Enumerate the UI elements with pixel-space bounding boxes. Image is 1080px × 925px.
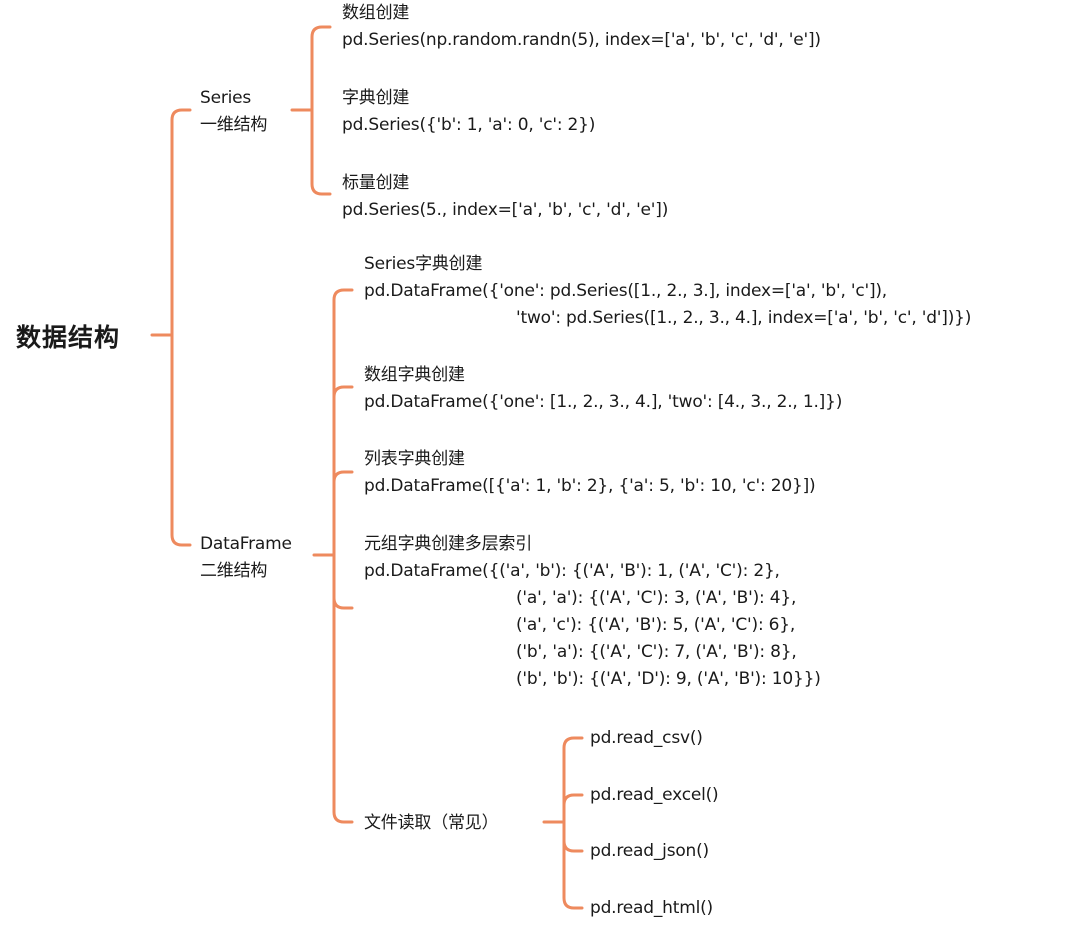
child-title: 标量创建 (342, 173, 410, 193)
child-code-line: ('a', 'a'): {('A', 'C'): 3, ('A', 'B'): … (516, 588, 797, 608)
child-title: 文件读取（常见） (364, 813, 499, 833)
series-title: Series (200, 88, 252, 108)
child-title: 字典创建 (342, 88, 410, 108)
child-title: 列表字典创建 (364, 449, 465, 469)
dataframe-title: DataFrame (200, 534, 292, 554)
child-code-line: pd.DataFrame({('a', 'b'): {('A', 'B'): 1… (364, 561, 780, 581)
fileread-trunk (562, 736, 584, 910)
root-node: 数据结构 (16, 323, 121, 352)
series-trunk (310, 25, 332, 196)
child-title: Series字典创建 (364, 254, 483, 274)
dataframe-trunk (332, 288, 354, 824)
child-code: pd.DataFrame({'one': [1., 2., 3., 4.], '… (364, 392, 843, 412)
read-excel-item: pd.read_excel() (590, 785, 719, 805)
fileread-branch-3 (562, 839, 584, 853)
fileread-branch-2 (562, 793, 584, 807)
child-title: 数组创建 (342, 3, 410, 23)
read-json-item: pd.read_json() (590, 841, 709, 861)
read-csv-item: pd.read_csv() (590, 728, 703, 748)
child-code: pd.Series(np.random.randn(5), index=['a'… (342, 30, 821, 50)
child-code-line: pd.DataFrame({'one': pd.Series([1., 2., … (364, 281, 888, 301)
child-title: 数组字典创建 (364, 365, 465, 385)
child-code-line: 'two': pd.Series([1., 2., 3., 4.], index… (516, 308, 972, 328)
dataframe-branch-3 (332, 470, 354, 484)
read-html-item: pd.read_html() (590, 898, 713, 918)
dataframe-branch-2 (332, 385, 354, 399)
child-code-line: ('b', 'b'): {('A', 'D'): 9, ('A', 'B'): … (516, 669, 821, 689)
dataframe-branch-4 (332, 596, 354, 610)
child-title: 元组字典创建多层索引 (364, 534, 532, 554)
dataframe-subtitle: 二维结构 (200, 561, 268, 581)
child-code-line: ('a', 'c'): {('A', 'B'): 5, ('A', 'C'): … (516, 615, 796, 635)
child-code-line: ('b', 'a'): {('A', 'C'): 7, ('A', 'B'): … (516, 642, 797, 662)
series-subtitle: 一维结构 (200, 115, 268, 135)
child-code: pd.Series(5., index=['a', 'b', 'c', 'd',… (342, 200, 669, 220)
main-trunk (170, 108, 192, 547)
child-code: pd.DataFrame([{'a': 1, 'b': 2}, {'a': 5,… (364, 476, 816, 496)
child-code: pd.Series({'b': 1, 'a': 0, 'c': 2}) (342, 115, 596, 135)
